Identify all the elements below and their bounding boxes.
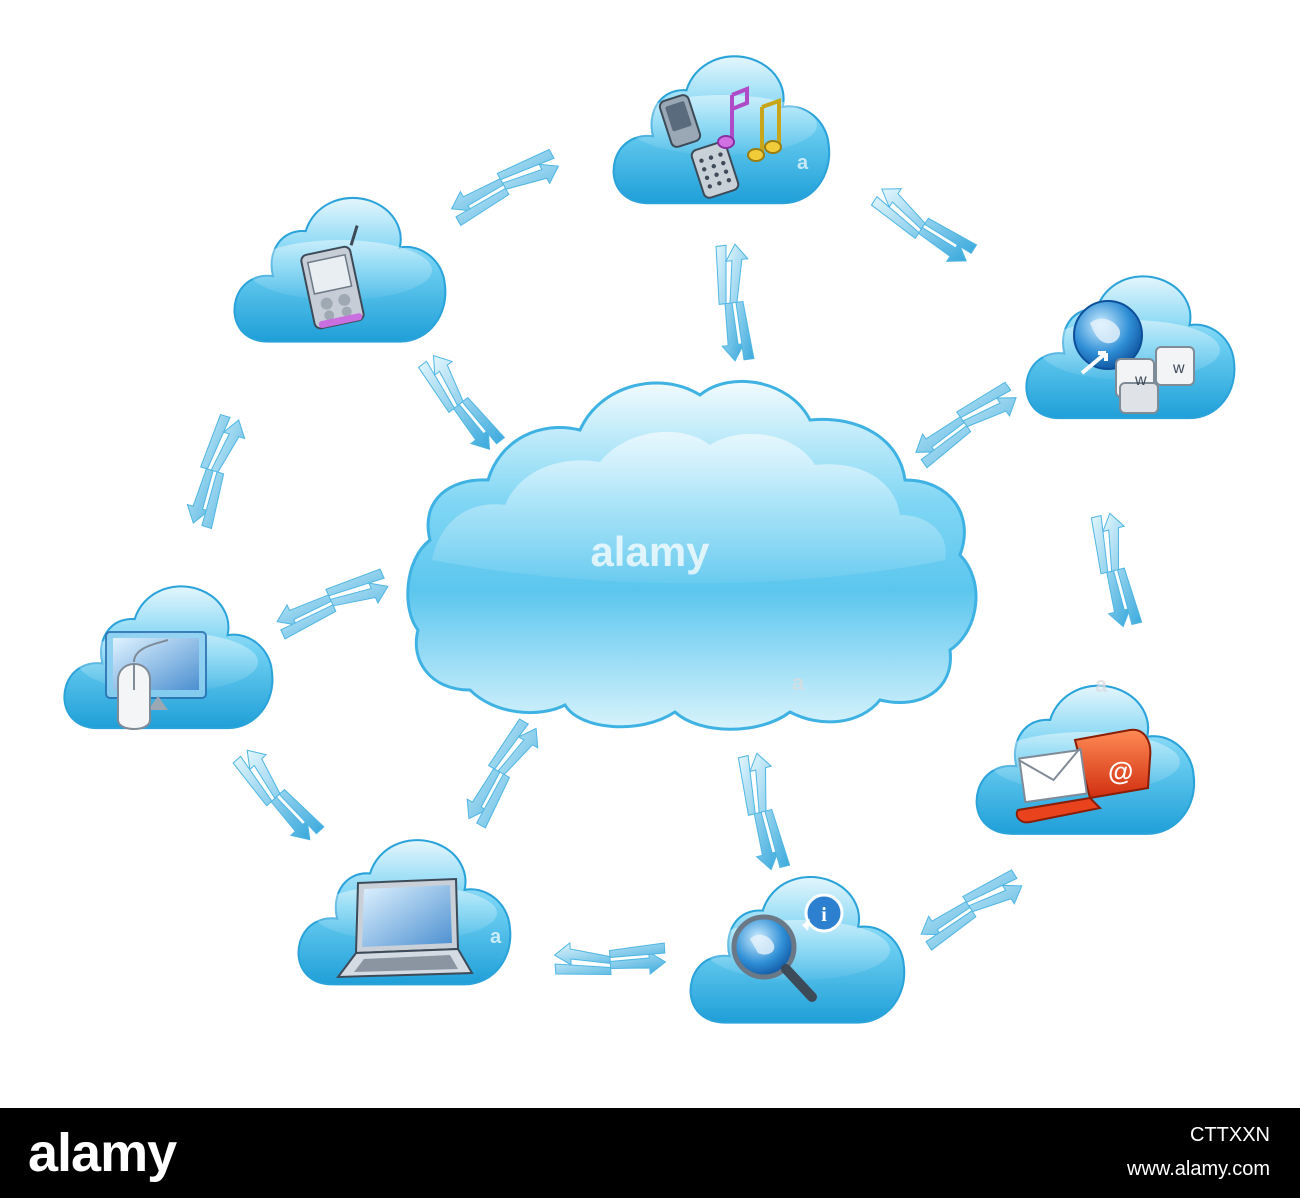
- arrow-phone-web: [870, 188, 978, 262]
- connection-arrows: [186, 148, 1143, 975]
- center-watermark: alamy: [590, 528, 710, 575]
- pda-icon: [300, 225, 365, 330]
- arrow-desktop-laptop: [232, 749, 325, 841]
- desktop-cloud: [63, 585, 274, 730]
- footer-logo: alamy: [28, 1123, 177, 1183]
- envelope-icon: [1018, 747, 1088, 804]
- watermark-mark-2: a: [1095, 672, 1108, 697]
- svg-text:@: @: [1108, 756, 1133, 786]
- footer-url: www.alamy.com: [1127, 1158, 1270, 1180]
- svg-text:i: i: [821, 904, 827, 926]
- arrow-phone-pda: [450, 148, 560, 227]
- arrow-center-search: [737, 752, 791, 871]
- arrow-phone-center: [715, 243, 755, 362]
- pda-cloud: [233, 196, 447, 343]
- arrow-desktop-center: [276, 568, 389, 640]
- laptop-cloud: a: [297, 839, 512, 986]
- arrow-mail-search: [920, 869, 1023, 951]
- www-keys-icon: w w: [1080, 346, 1195, 414]
- mailbox-icon: @: [1015, 728, 1152, 824]
- svg-text:w: w: [1134, 372, 1147, 389]
- svg-text:w: w: [1172, 360, 1185, 377]
- watermark-mark-1: a: [792, 670, 805, 695]
- phone-music-cloud: a: [612, 55, 831, 205]
- center-cloud: alamy: [406, 379, 978, 731]
- arrow-pda-center: [417, 354, 506, 451]
- magnifier-globe-icon: [731, 914, 817, 1002]
- phone-cloud-watermark: a: [797, 152, 809, 174]
- mobile-phone-icon: [658, 94, 740, 199]
- arrow-web-center: [915, 381, 1017, 469]
- arrow-web-mail: [1090, 512, 1143, 628]
- laptop-cloud-watermark: a: [490, 926, 502, 948]
- laptop-icon: [335, 877, 474, 979]
- music-notes-icon: [717, 86, 782, 162]
- arrow-center-laptop: [466, 718, 539, 829]
- mail-cloud: @: [975, 684, 1196, 835]
- arrow-pda-desktop: [186, 413, 246, 530]
- search-info-cloud: i: [689, 875, 906, 1024]
- info-icon: i: [802, 893, 844, 933]
- web-cloud: w w: [1025, 275, 1236, 420]
- mouse-icon: [117, 639, 169, 730]
- footer-bar: alamy CTTXXN www.alamy.com: [0, 1108, 1300, 1198]
- arrow-laptop-search: [553, 942, 667, 975]
- cloud-network-diagram: alamy a: [63, 55, 1236, 1024]
- footer-image-id: CTTXXN: [1190, 1124, 1270, 1146]
